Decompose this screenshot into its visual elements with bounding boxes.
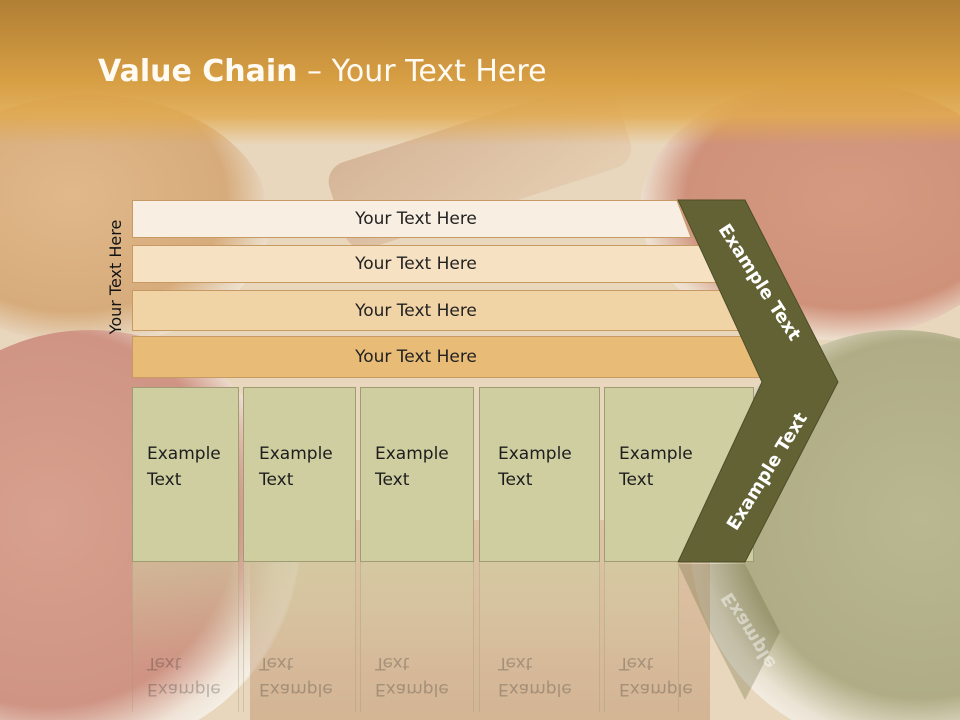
box-text-line2: Text (259, 470, 294, 490)
example-box[interactable]: Example Text (479, 387, 600, 562)
box-text-line1: Example (375, 444, 449, 464)
box-text-line2: Text (498, 470, 533, 490)
bar-label: Your Text Here (355, 209, 477, 229)
bar-label: Your Text Here (355, 347, 477, 367)
value-chain-bar[interactable]: Your Text Here (132, 336, 764, 378)
slide-title-rest: – Your Text Here (297, 54, 547, 89)
slide-title[interactable]: Value Chain – Your Text Here (98, 54, 547, 89)
example-box[interactable]: Example Text (132, 387, 239, 562)
box-text-line1: Example (147, 444, 221, 464)
box-text-line2: Text (147, 470, 182, 490)
example-box[interactable]: Example Text (243, 387, 356, 562)
value-chain-bar[interactable]: Your Text Here (132, 200, 692, 238)
slide-title-bold: Value Chain (98, 54, 298, 89)
bar-label: Your Text Here (355, 254, 477, 274)
bar-shape (132, 200, 692, 238)
box-text-line2: Text (375, 470, 410, 490)
box-text-line1: Example (498, 444, 572, 464)
box-text-line1: Example (259, 444, 333, 464)
title-band (0, 0, 960, 145)
box-text-line2: Text (619, 470, 654, 490)
box-text-line1: Example (619, 444, 693, 464)
example-box[interactable]: Example Text (360, 387, 474, 562)
bar-label: Your Text Here (355, 301, 477, 321)
